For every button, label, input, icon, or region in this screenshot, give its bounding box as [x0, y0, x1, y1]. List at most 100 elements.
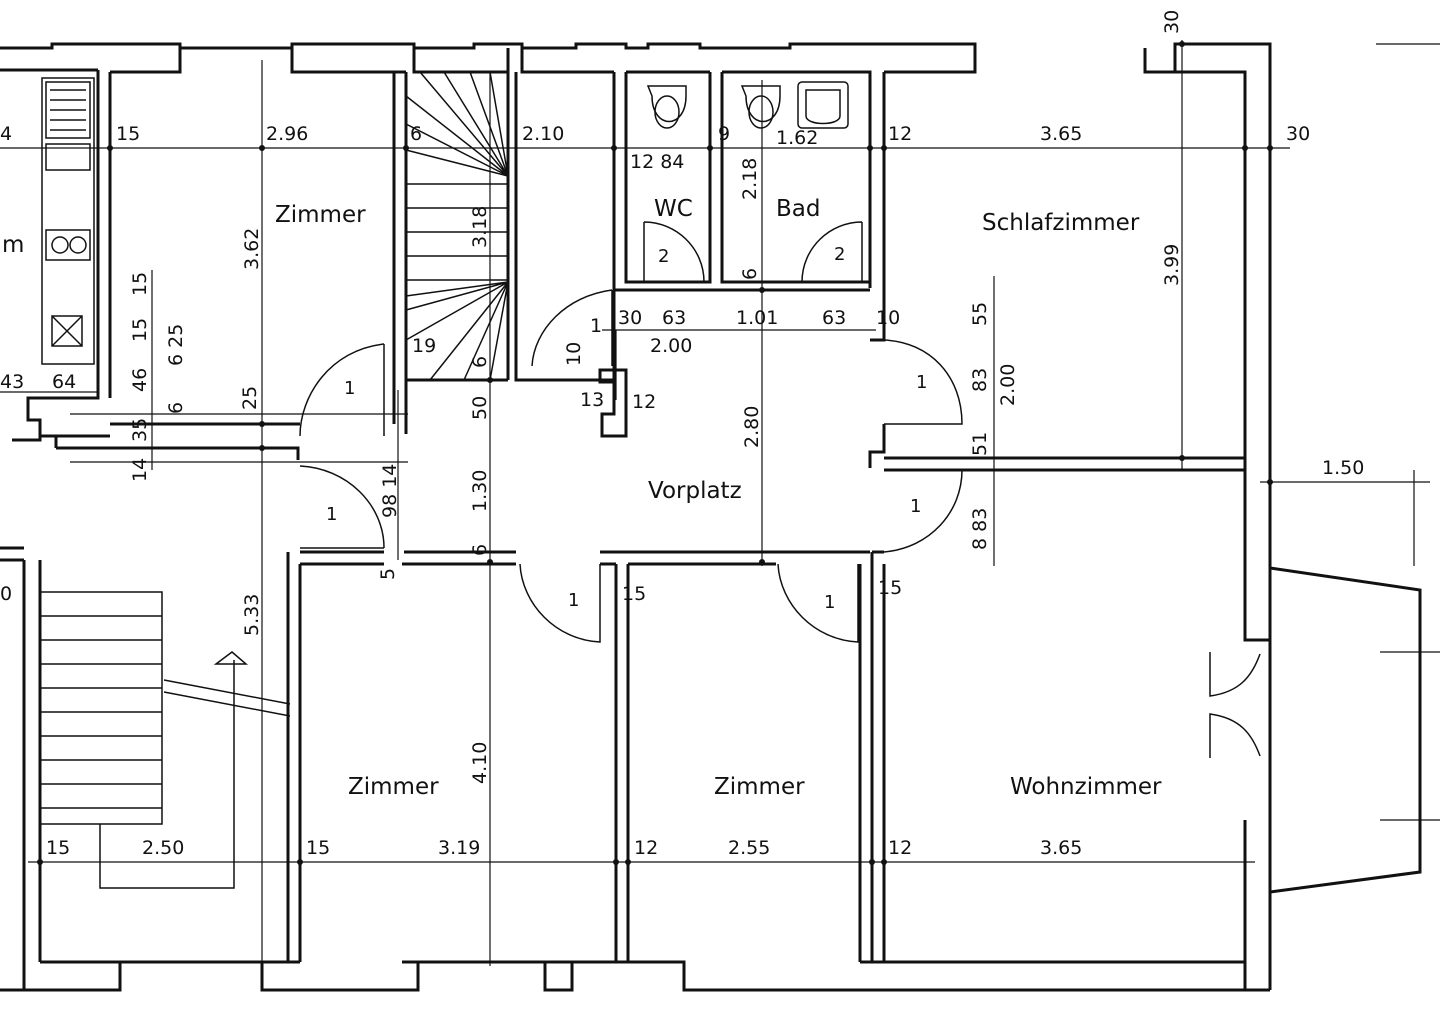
walls: [0, 42, 1422, 992]
dim-text: 30: [1161, 10, 1183, 34]
door-vorplatz-nw: [531, 289, 613, 367]
dim-text: 3.19: [438, 837, 480, 859]
dims-vertical: 3.62 3.18 2.18 3.99 2.80 1.30 5.33 4.10 …: [129, 10, 1183, 784]
door-zimmer-top: [299, 343, 385, 437]
left-wall: [12, 70, 112, 442]
dim-text: 2.55: [728, 837, 770, 859]
dim-text: 15: [622, 583, 646, 605]
dim-text: 19: [412, 335, 436, 357]
dim-text: 4.10: [469, 742, 491, 784]
dimension-lines: [0, 40, 1440, 966]
dim-text: 15: [129, 272, 151, 296]
dim-text: 2.50: [142, 837, 184, 859]
dim-text: 6: [410, 123, 422, 145]
zimmer-top-east-wall: [392, 72, 408, 434]
dim-text: 14: [129, 458, 151, 482]
toilet-icon: [646, 85, 687, 123]
door-number: 1: [916, 372, 927, 393]
toilet-bad-icon: [740, 85, 781, 123]
dim-text: 15: [306, 837, 330, 859]
dim-text: 63: [822, 307, 846, 329]
vorplatz-south-wall: [300, 550, 870, 566]
dim-text: 12: [888, 837, 912, 859]
door-bad: [801, 221, 863, 283]
label-bad: Bad: [776, 196, 820, 222]
label-wohnzimmer: Wohnzimmer: [1010, 774, 1162, 800]
dim-text: 9: [718, 123, 730, 145]
dim-text: 12: [888, 123, 912, 145]
dim-text: 10: [563, 342, 585, 366]
label-wc: WC: [654, 196, 693, 222]
dim-text: 2.00: [997, 364, 1019, 406]
dim-text: 1.30: [469, 470, 491, 512]
dim-text: 6: [469, 356, 491, 368]
dim-text: 12 84: [630, 151, 684, 173]
dim-text: 25: [239, 386, 261, 410]
dim-text: 10: [876, 307, 900, 329]
dim-text: 63: [662, 307, 686, 329]
dim-text: 3.65: [1040, 123, 1082, 145]
dim-text: 6: [739, 268, 761, 280]
dimension-ticks: [37, 41, 1273, 865]
label-vorplatz: Vorplatz: [648, 478, 742, 504]
dim-text: 30: [618, 307, 642, 329]
dim-text: 6: [469, 544, 491, 556]
door-number: 1: [326, 504, 337, 525]
dim-text: 4: [0, 123, 12, 145]
dim-text: 5: [377, 568, 399, 580]
dim-text: 3.65: [1040, 837, 1082, 859]
zimmer-top-south-wall: [40, 422, 300, 460]
zimmer-bm-walls: [626, 550, 886, 962]
door-number: 2: [834, 244, 845, 265]
label-zimmer-top: Zimmer: [275, 202, 366, 228]
chimney: [598, 368, 628, 438]
dim-text: 83: [969, 368, 991, 392]
label-zimmer-bl: Zimmer: [348, 774, 439, 800]
dim-text: 5.33: [241, 594, 263, 636]
left-lower-walls: [0, 546, 42, 990]
room-labels: Zimmer WC Bad Schlafzimmer Vorplatz Zimm…: [2, 196, 1162, 800]
balcony-doors: [1209, 652, 1261, 758]
dim-text: 1: [590, 315, 602, 337]
dim-text: 8 83: [969, 508, 991, 550]
dim-text: 2.96: [266, 123, 308, 145]
door-swings: [299, 221, 963, 643]
dim-text: 43: [0, 371, 24, 393]
dims-misc: 30 63 1.01 63 10 2.00 1 13 12 19 1.50 64…: [0, 307, 1364, 605]
outer-top-wall: [0, 42, 1272, 990]
dim-text: 35: [129, 418, 151, 442]
door-numbers: 1 2 2 1 1 1 1 1: [326, 244, 927, 613]
dim-text: 6: [165, 402, 187, 414]
door-number: 1: [910, 496, 921, 517]
dim-text: 12: [632, 391, 656, 413]
sink-icon: [797, 81, 849, 129]
door-schlaf: [883, 339, 963, 425]
dim-text: 13: [580, 389, 604, 411]
dim-text: 50: [469, 396, 491, 420]
dims-top: 4 15 2.96 6 2.10 9 1.62 12 3.65 30 12 84: [0, 123, 1310, 173]
door-zimmer-bl: [519, 563, 601, 643]
dim-text: 15: [46, 837, 70, 859]
outer-bottom-wall: [0, 960, 1270, 992]
door-stair: [299, 465, 385, 549]
door-number: 1: [568, 590, 579, 611]
dim-text: 30: [1286, 123, 1310, 145]
dim-text: 3.62: [241, 228, 263, 270]
dim-text: 55: [969, 302, 991, 326]
dim-text: 15: [129, 318, 151, 342]
wc-bad-walls: [612, 72, 870, 292]
dim-text: 1.62: [776, 127, 818, 149]
dim-text: 1.50: [1322, 457, 1364, 479]
sanitary: [646, 81, 849, 129]
dim-text: 2.00: [650, 335, 692, 357]
door-zimmer-bm: [777, 563, 859, 643]
door-number: 1: [824, 592, 835, 613]
dim-text: 15: [878, 577, 902, 599]
outer-top-wall-inner: [0, 48, 872, 288]
dim-text: 2.10: [522, 123, 564, 145]
dim-text: 6 25: [165, 324, 187, 366]
lower-stair: [39, 591, 291, 889]
dims-bottom: 15 2.50 15 3.19 12 2.55 12 3.65: [46, 837, 1082, 859]
dim-text: 2.80: [741, 406, 763, 448]
